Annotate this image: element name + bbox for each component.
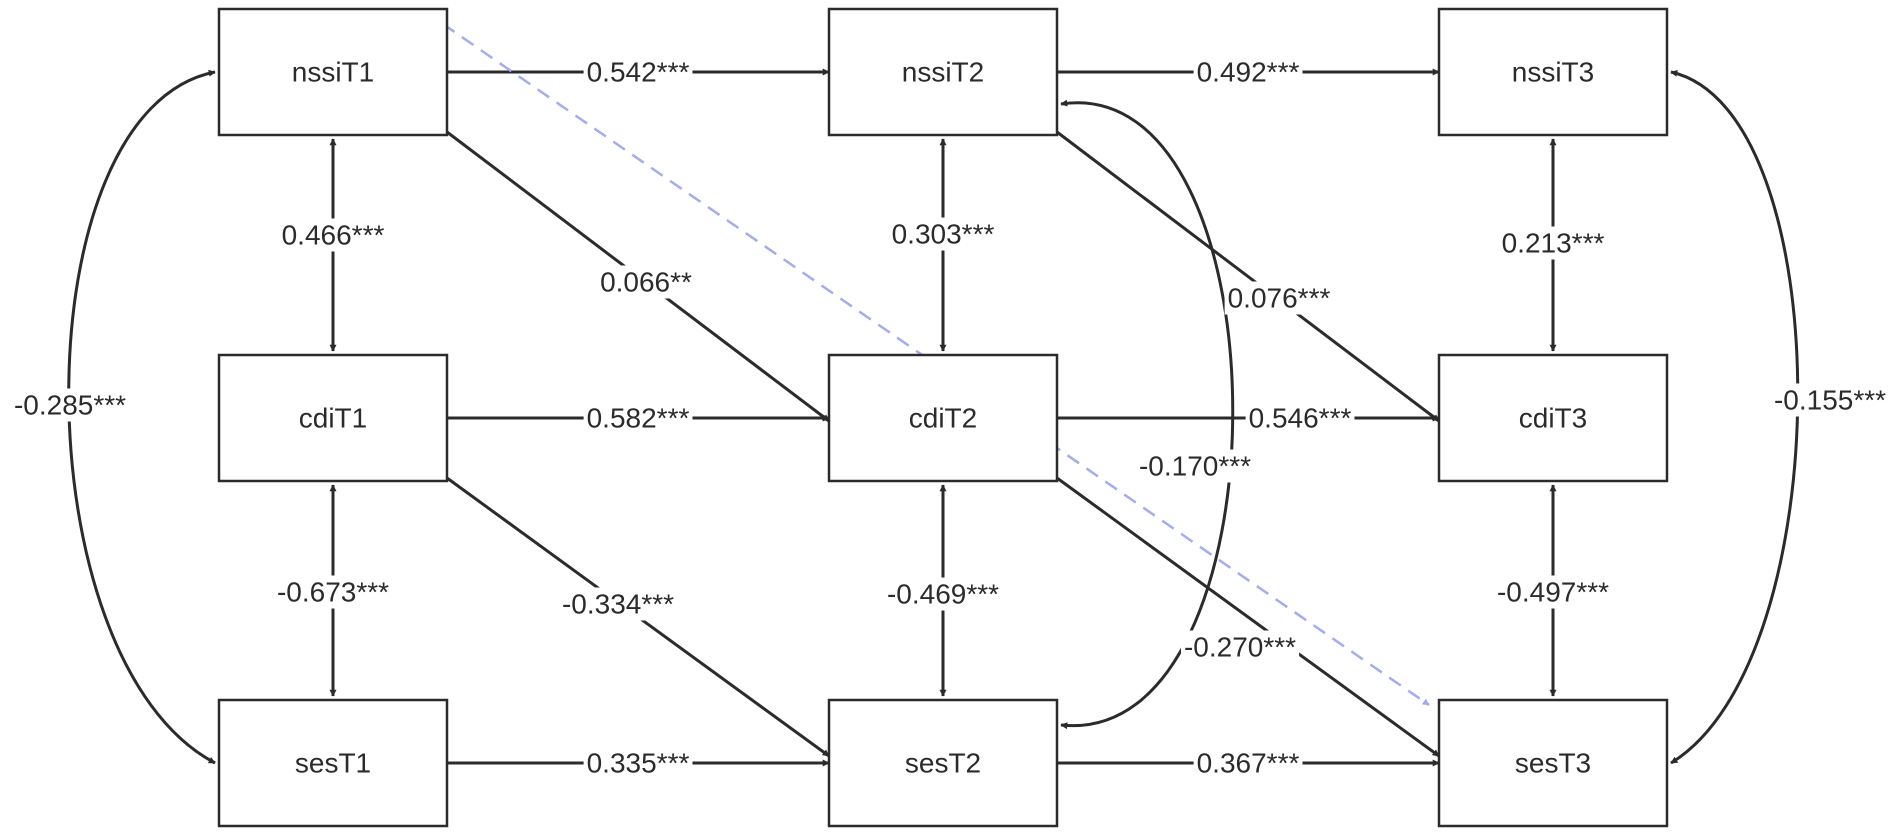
edge-label-bg <box>597 265 696 299</box>
edge-label-nssiT2-cdiT2: 0.303*** <box>892 219 995 250</box>
edge-nssiT3-sesT3 <box>1670 69 1800 765</box>
node-box <box>1437 7 1669 137</box>
edge-label-bg <box>883 577 1003 611</box>
edge-label-cdiT1-sesT2: -0.334*** <box>562 589 674 620</box>
edge-label-nssiT1-cdiT1: 0.466*** <box>282 220 385 251</box>
edge-label-cdiT2-cdiT3: 0.546*** <box>1249 403 1352 434</box>
edge-label-bg <box>10 388 130 422</box>
edge-label-bg <box>558 587 678 621</box>
edge-label-bg <box>1135 449 1255 483</box>
node-box <box>217 353 449 483</box>
edge-label-bg <box>1224 281 1334 315</box>
node-cdiT1: cdiT1 <box>217 353 449 483</box>
edge-label-nssiT2-sesT2: -0.170*** <box>1139 451 1251 482</box>
edge-label-nssiT1-cdiT2: 0.066** <box>600 267 692 298</box>
edge-nssiT2-cdiT3 <box>1056 130 1440 423</box>
edge-cdiT2-sesT3 <box>1056 476 1440 758</box>
node-label-cdiT3: cdiT3 <box>1519 403 1587 434</box>
node-label-cdiT2: cdiT2 <box>909 403 977 434</box>
node-label-sesT1: sesT1 <box>295 748 371 779</box>
edge-label-bg <box>583 746 693 780</box>
edge-label-nssiT1-nssiT2: 0.542*** <box>587 57 690 88</box>
edge-nssiT2-sesT2 <box>1060 99 1235 730</box>
node-cdiT3: cdiT3 <box>1437 353 1669 483</box>
node-box <box>217 7 449 137</box>
edge-label-bg <box>1245 401 1355 435</box>
node-sesT2: sesT2 <box>827 698 1059 828</box>
edge-label-nssiT2-nssiT3: 0.492*** <box>1197 57 1300 88</box>
edge-label-bg <box>1770 383 1890 417</box>
edge-label-bg <box>888 217 998 251</box>
edge-label-bg <box>278 218 388 252</box>
node-cdiT2: cdiT2 <box>827 353 1059 483</box>
node-label-cdiT1: cdiT1 <box>299 403 367 434</box>
edge-label-cdiT2-sesT2: -0.469*** <box>887 579 999 610</box>
node-box <box>827 698 1059 828</box>
edge-label-bg <box>1498 226 1608 260</box>
node-box <box>1437 698 1669 828</box>
node-nssiT1: nssiT1 <box>217 7 449 137</box>
node-box <box>1437 353 1669 483</box>
edge-label-bg <box>1180 630 1300 664</box>
node-box <box>827 353 1059 483</box>
node-box <box>827 7 1059 137</box>
node-label-nssiT3: nssiT3 <box>1512 57 1594 88</box>
edge-label-sesT1-sesT2: 0.335*** <box>587 748 690 779</box>
edge-label-nssiT3-cdiT3: 0.213*** <box>1502 228 1605 259</box>
edge-label-cdiT3-sesT3: -0.497*** <box>1497 577 1609 608</box>
edge-label-nssiT2-cdiT3: 0.076*** <box>1228 283 1331 314</box>
node-label-nssiT2: nssiT2 <box>902 57 984 88</box>
edge-label-bg <box>273 575 393 609</box>
node-label-nssiT1: nssiT1 <box>292 57 374 88</box>
node-label-sesT3: sesT3 <box>1515 748 1591 779</box>
node-sesT1: sesT1 <box>217 698 449 828</box>
edge-label-bg <box>1493 575 1613 609</box>
edge-label-cdiT1-sesT1: -0.673*** <box>277 577 389 608</box>
node-nssiT3: nssiT3 <box>1437 7 1669 137</box>
edge-label-bg <box>1193 55 1303 89</box>
edge-label-bg <box>583 55 693 89</box>
node-box <box>217 698 449 828</box>
node-nssiT2: nssiT2 <box>827 7 1059 137</box>
edge-label-nssiT1-sesT1: -0.285*** <box>14 390 126 421</box>
edge-label-nssiT3-sesT3: -0.155*** <box>1774 385 1886 416</box>
edge-label-sesT2-sesT3: 0.367*** <box>1197 748 1300 779</box>
edge-label-cdiT2-sesT3: -0.270*** <box>1184 632 1296 663</box>
node-sesT3: sesT3 <box>1437 698 1669 828</box>
edge-label-cdiT1-cdiT2: 0.582*** <box>587 403 690 434</box>
edge-label-bg <box>1193 746 1303 780</box>
edge-label-bg <box>583 401 693 435</box>
node-label-sesT2: sesT2 <box>905 748 981 779</box>
